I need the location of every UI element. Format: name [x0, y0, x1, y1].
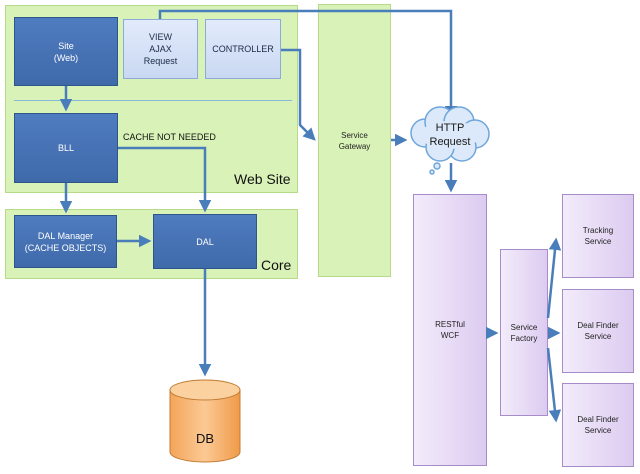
panel-divider — [14, 100, 292, 101]
dal-box: DAL — [153, 214, 257, 269]
arrow-controller-to-gateway — [281, 48, 316, 141]
web-site-label: Web Site — [234, 171, 291, 187]
service-factory-box: Service Factory — [500, 249, 548, 416]
tracking-service-box: Tracking Service — [562, 194, 634, 278]
arrow-bll-to-dal — [118, 146, 212, 213]
db-cylinder — [169, 379, 241, 463]
service-gateway: Service Gateway — [318, 4, 391, 277]
cache-not-needed-note: CACHE NOT NEEDED — [123, 132, 216, 142]
controller-box: CONTROLLER — [205, 19, 281, 79]
view-ajax-request-box: VIEW AJAX Request — [123, 19, 198, 79]
deal-finder-service-box-2: Deal Finder Service — [562, 383, 634, 467]
site-web-box: Site (Web) — [14, 17, 118, 86]
restful-wcf-box: RESTful WCF — [413, 194, 487, 466]
http-request-cloud — [410, 106, 490, 175]
dal-manager-box: DAL Manager (CACHE OBJECTS) — [14, 215, 117, 268]
db-label: DB — [195, 430, 215, 446]
core-label: Core — [261, 257, 292, 273]
arrow-factory-to-dealfinder-2 — [546, 347, 562, 423]
deal-finder-service-box-1: Deal Finder Service — [562, 289, 634, 373]
arrow-view-to-http — [158, 9, 458, 119]
bll-box: BLL — [14, 113, 118, 183]
http-request-label: HTTP Request — [429, 122, 471, 148]
arrow-factory-to-tracking — [546, 237, 562, 319]
